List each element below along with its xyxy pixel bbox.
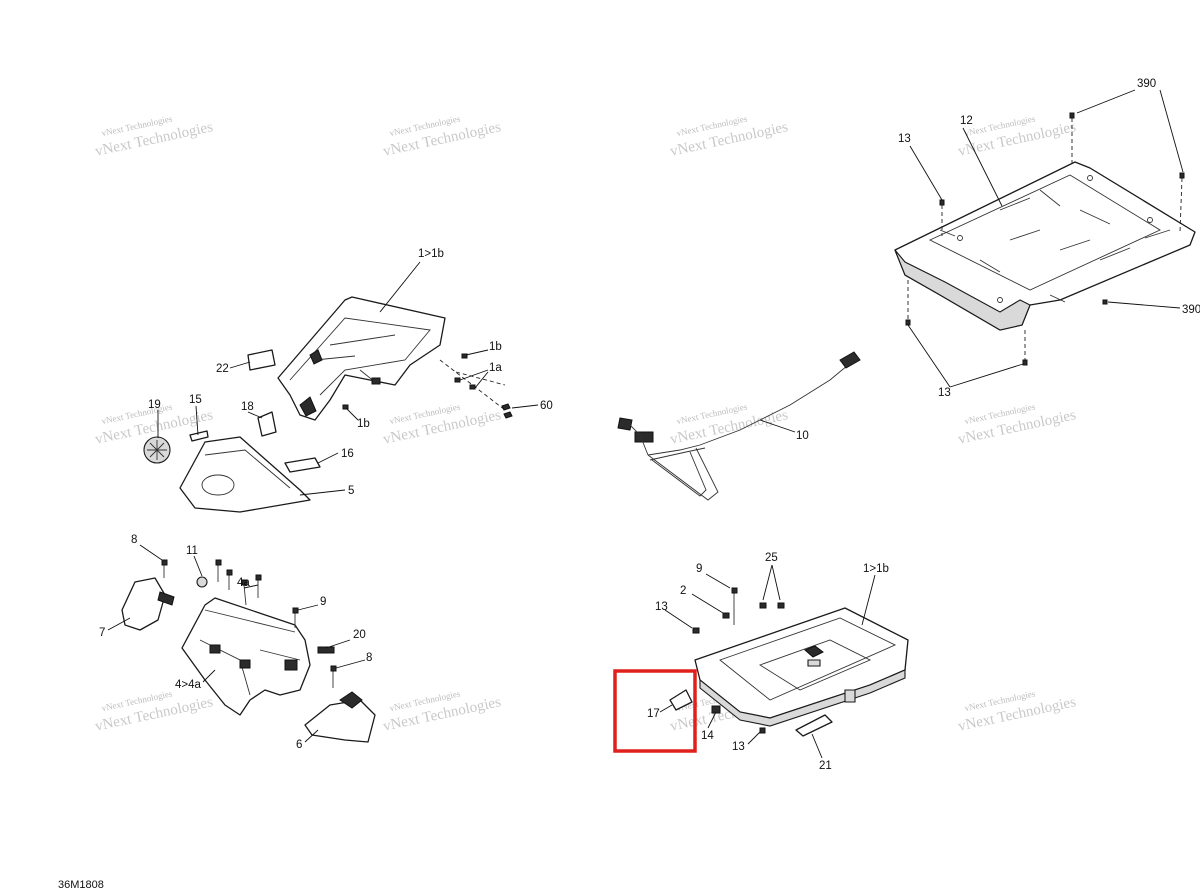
wiring-harness: 10 (617, 351, 861, 501)
decal (257, 411, 277, 437)
storage-tray-assembly: 9 25 1>1b 2 13 17 14 13 21 (647, 552, 909, 772)
callout-60: 60 (540, 400, 553, 412)
callout-1b: 1b (489, 341, 502, 353)
callout-4a: 4a (237, 577, 250, 589)
highlight-box (613, 669, 697, 753)
knee-pad (304, 699, 376, 743)
callout-8: 8 (366, 652, 372, 664)
callout-19: 19 (148, 399, 161, 411)
callout-14: 14 (701, 730, 714, 742)
decal (284, 457, 321, 473)
watermark: vNext Technologies vNext Technologies (94, 113, 215, 159)
callout-20: 20 (353, 629, 366, 641)
watermark: vNext Technologies vNext Technologies (382, 688, 503, 734)
callout-1b: 1b (357, 418, 370, 430)
callout-13: 13 (732, 741, 745, 753)
callout-25: 25 (765, 552, 778, 564)
callout-13: 13 (898, 133, 911, 145)
callout-390: 390 (1137, 78, 1156, 90)
callout-16: 16 (341, 448, 354, 460)
callout-4-4a: 4>4a (175, 679, 202, 691)
watermark: vNext Technologies vNext Technologies (957, 401, 1078, 447)
console-cover (179, 436, 311, 513)
watermark: vNext Technologies vNext Technologies (669, 113, 790, 159)
watermark: vNext Technologies vNext Technologies (669, 401, 790, 447)
clip (189, 430, 209, 442)
floor-pan-edge (894, 249, 1031, 331)
console-assembly: 1>1b 1b 1a 60 1b 22 15 18 19 16 5 (143, 248, 553, 513)
callout-7: 7 (99, 627, 105, 639)
decal (669, 689, 693, 711)
callout-2: 2 (680, 585, 686, 597)
lower-bracket (181, 597, 311, 716)
document-id: 36M1808 (58, 879, 104, 891)
watermark: vNext Technologies vNext Technologies (957, 113, 1078, 159)
callout-390: 390 (1182, 304, 1200, 316)
callout-9: 9 (696, 563, 702, 575)
console-frame (277, 296, 446, 421)
callout-8: 8 (131, 534, 137, 546)
callout-5: 5 (348, 485, 354, 497)
callout-1-1b: 1>1b (863, 563, 889, 575)
callout-15: 15 (189, 394, 202, 406)
lower-console-assembly: 8 11 4a 9 7 20 8 4>4a 6 (99, 534, 376, 751)
floor-pan (894, 161, 1196, 331)
callout-13: 13 (655, 601, 668, 613)
callout-22: 22 (216, 363, 229, 375)
callout-1-1b: 1>1b (418, 248, 444, 260)
callout-13: 13 (938, 387, 951, 399)
decal (247, 349, 276, 371)
side-bracket (121, 577, 166, 631)
callout-9: 9 (320, 596, 326, 608)
callout-17: 17 (647, 708, 660, 720)
callout-11: 11 (186, 545, 198, 557)
callout-12: 12 (960, 115, 973, 127)
callout-6: 6 (296, 739, 302, 751)
callout-21: 21 (819, 760, 832, 772)
floor-pan-assembly: 390 12 13 390 13 (894, 78, 1200, 399)
gauge (143, 436, 171, 464)
watermark: vNext Technologies vNext Technologies (382, 401, 503, 447)
callout-10: 10 (796, 430, 809, 442)
callout-18: 18 (241, 401, 254, 413)
callout-1a: 1a (489, 362, 502, 374)
watermark: vNext Technologies vNext Technologies (382, 113, 503, 159)
watermark: vNext Technologies vNext Technologies (957, 688, 1078, 734)
decal (795, 714, 833, 737)
